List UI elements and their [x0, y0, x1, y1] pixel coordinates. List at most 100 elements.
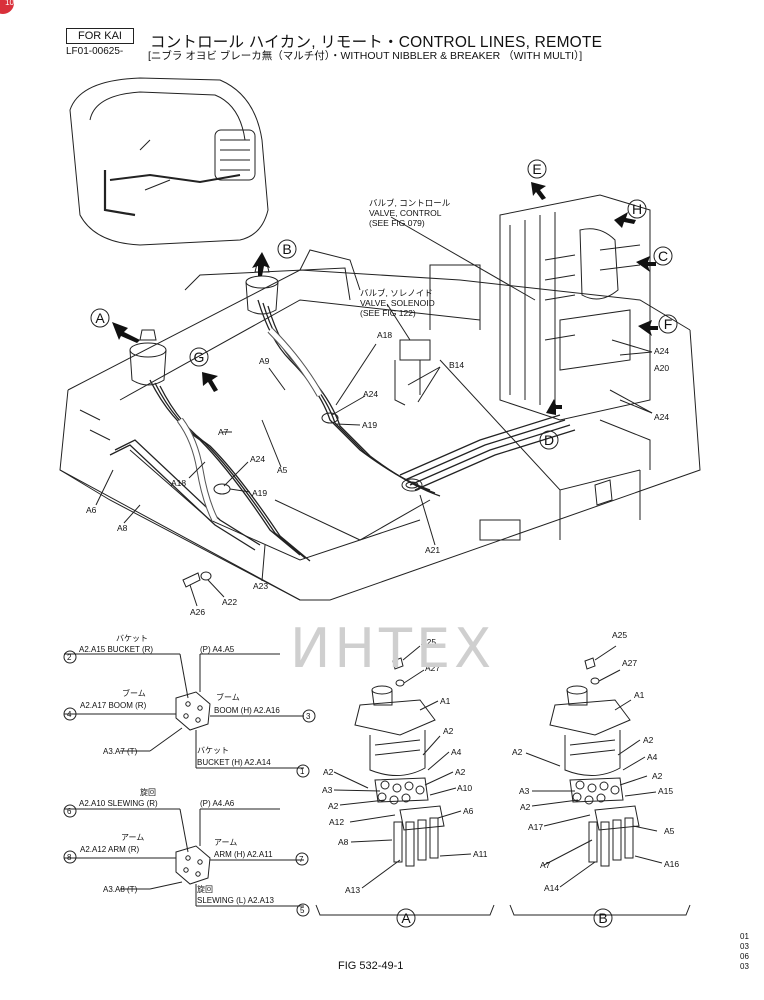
exploded-a-a2-3: A2 — [323, 767, 334, 777]
port-bucket-h-jp: バケット — [197, 746, 229, 755]
valve-control-en: VALVE, CONTROL — [369, 208, 442, 218]
page-corner-badge: 10 — [0, 0, 14, 14]
port-boom-r-jp: ブーム — [122, 689, 146, 698]
port-t-a3a8: A3.A8 (T) — [103, 885, 138, 894]
circled-number-4: 4 — [67, 710, 72, 719]
view-a-label: A — [95, 310, 105, 326]
port-boom-h-jp: ブーム — [216, 693, 240, 702]
view-g-label: G — [193, 349, 205, 365]
view-circles — [90, 159, 678, 450]
exploded-b-a2-4: A2 — [520, 802, 531, 812]
port-slew-l-jp: 旋回 — [197, 885, 213, 894]
part-label-a20: A20 — [654, 363, 670, 373]
exploded-b-a16: A16 — [664, 859, 680, 869]
view-e-label: E — [532, 161, 542, 177]
part-label-a19-top: A19 — [362, 420, 378, 430]
exploded-a-a6: A6 — [463, 806, 474, 816]
circled-number-1: 1 — [300, 767, 305, 776]
part-label-a6: A6 — [86, 505, 97, 515]
part-label-a8: A8 — [117, 523, 128, 533]
part-label-a18-mid: A18 — [171, 478, 187, 488]
exploded-a-a27: A27 — [425, 663, 441, 673]
port-arm-h-jp: アーム — [214, 838, 238, 847]
exploded-b-a7: A7 — [540, 860, 551, 870]
margin-number-2: 03 — [740, 942, 749, 951]
part-label-a24-top: A24 — [363, 389, 379, 399]
port-arm-h: ARM (H) A2.A11 — [214, 850, 273, 859]
bolt-washer — [182, 571, 212, 588]
solenoid-valve — [394, 339, 431, 406]
exploded-b-a15: A15 — [658, 786, 674, 796]
view-b-label: B — [282, 241, 292, 257]
port-arm-r-jp: アーム — [121, 833, 145, 842]
margin-number-3: 06 — [740, 952, 749, 961]
exploded-a-view-label: A — [401, 910, 411, 926]
part-label-a22: A22 — [222, 597, 238, 607]
part-label-a5: A5 — [277, 465, 288, 475]
exploded-b-a3: A3 — [519, 786, 530, 796]
part-label-a23: A23 — [253, 581, 269, 591]
joystick-a-drawing — [129, 329, 167, 386]
cab-inset — [69, 77, 269, 246]
exploded-a-a10: A10 — [457, 783, 473, 793]
view-arrows — [112, 182, 658, 415]
part-label-a19-mid: A19 — [252, 488, 268, 498]
exploded-a-a13: A13 — [345, 885, 361, 895]
view-c-label: C — [657, 248, 669, 264]
machine-frame — [59, 249, 701, 601]
figure-number: FIG 532-49-1 — [338, 960, 404, 972]
port-t-a3a7: A3.A7 (T) — [103, 747, 138, 756]
valve-solenoid-ref: (SEE FIG 122) — [360, 308, 416, 318]
exploded-b-a25: A25 — [612, 630, 628, 640]
port-slew-r-jp: 旋回 — [140, 788, 156, 797]
part-code: LF01-00625- — [66, 46, 124, 57]
valve-control-jp: バルブ, コントロール — [369, 198, 451, 208]
port-slew-r: A2.A10 SLEWING (R) — [79, 799, 158, 808]
part-label-a18-top: A18 — [377, 330, 393, 340]
exploded-a-a2-2: A2 — [455, 767, 466, 777]
clamps — [213, 412, 423, 495]
valve-control-ref: (SEE FIG 079) — [369, 218, 425, 228]
part-label-a21: A21 — [425, 545, 441, 555]
exploded-joystick-b — [549, 657, 640, 867]
part-label-a24-r1: A24 — [654, 346, 670, 356]
circled-number-3: 3 — [306, 712, 311, 721]
circled-number-5: 5 — [300, 906, 305, 915]
exploded-a-a25: A25 — [421, 637, 437, 647]
valve-solenoid-callout: バルブ, ソレノイド VALVE, SOLENOID (SEE FIG 122) — [360, 288, 435, 318]
exploded-a-a1: A1 — [440, 696, 451, 706]
exploded-a-a12: A12 — [329, 817, 345, 827]
part-label-a24-mid: A24 — [250, 454, 266, 464]
exploded-b-view-label: B — [598, 910, 608, 926]
circled-number-6: 6 — [67, 807, 72, 816]
exploded-b-a2-3: A2 — [652, 771, 663, 781]
exploded-b-a5: A5 — [664, 826, 675, 836]
exploded-leaders-a — [315, 645, 495, 928]
view-d-label: D — [543, 432, 555, 448]
exploded-b-a1: A1 — [634, 690, 645, 700]
circled-number-7: 7 — [299, 855, 304, 864]
valve-control-callout: バルブ, コントロール VALVE, CONTROL (SEE FIG 079) — [369, 198, 450, 228]
exploded-b-a2-2: A2 — [643, 735, 654, 745]
watermark: ИНТЕХ — [290, 617, 496, 680]
port-slew-l: SLEWING (L) A2.A13 — [197, 896, 274, 905]
port-bucket-r: A2.A15 BUCKET (R) — [79, 645, 154, 654]
port-diagram-top — [63, 650, 316, 778]
valve-solenoid-jp: バルブ, ソレノイド — [360, 288, 433, 298]
exploded-b-a27: A27 — [622, 658, 638, 668]
valve-solenoid-en: VALVE, SOLENOID — [360, 298, 435, 308]
part-label-a9: A9 — [259, 356, 270, 366]
port-diagram-bottom — [63, 804, 310, 917]
port-bucket-h: BUCKET (H) A2.A14 — [197, 758, 271, 767]
exploded-a-a4: A4 — [451, 747, 462, 757]
exploded-a-a3: A3 — [322, 785, 333, 795]
port-p-a4a5: (P) A4.A5 — [200, 645, 235, 654]
page-subtitle: [ニブラ オヨビ ブレーカ無（マルチ付）・WITHOUT NIBBLER & B… — [148, 50, 583, 62]
part-label-a24-r2: A24 — [654, 412, 670, 422]
view-h-label: H — [631, 201, 643, 217]
exploded-b-a14: A14 — [544, 883, 560, 893]
port-arm-r: A2.A12 ARM (R) — [80, 845, 140, 854]
exploded-b-a17: A17 — [528, 822, 544, 832]
exploded-b-a2-1: A2 — [512, 747, 523, 757]
